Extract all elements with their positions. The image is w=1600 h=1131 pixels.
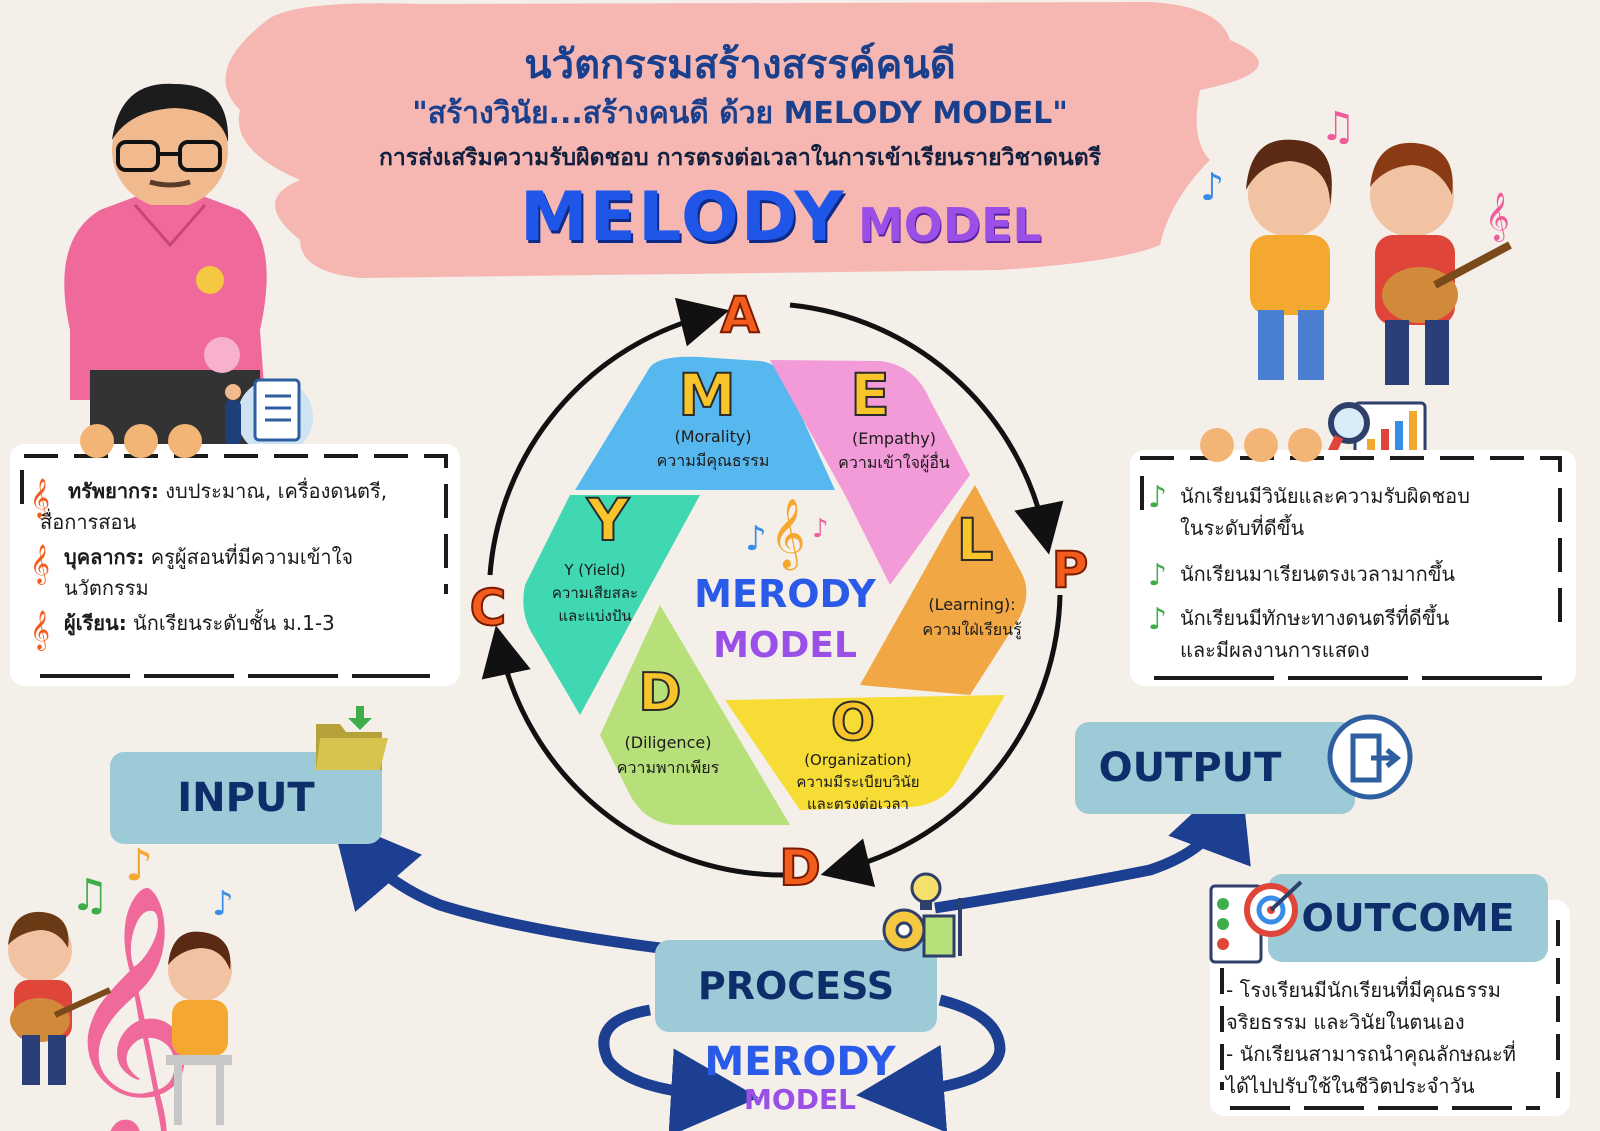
svg-text:♪: ♪ bbox=[212, 884, 234, 924]
treble-clef-icon: 𝄞 bbox=[30, 610, 51, 650]
segment-d bbox=[600, 605, 790, 825]
segment-l bbox=[860, 485, 1027, 695]
cycle-arrow-a-p bbox=[789, 302, 1064, 555]
music-note-icon: ♪ bbox=[1148, 480, 1168, 515]
output-box: OUTPUT bbox=[1075, 722, 1355, 814]
outcome-box: OUTCOME bbox=[1268, 874, 1548, 962]
segment-d-th: ความพากเพียร bbox=[617, 758, 720, 777]
header-subtitle: "สร้างวินัย...สร้างคนดี ด้วย MELODY MODE… bbox=[412, 96, 1068, 131]
header-banner bbox=[225, 2, 1259, 278]
segment-l-letter: L bbox=[957, 506, 994, 574]
svg-text:♪: ♪ bbox=[1200, 165, 1224, 209]
kids-singing-illustration: ♫ ♪ 𝄞 bbox=[1200, 104, 1512, 385]
folder-download-icon bbox=[316, 706, 388, 770]
brand-melody: MELODY bbox=[520, 178, 846, 257]
dashed-border bbox=[20, 454, 448, 678]
segment-e-th: ความเข้าใจผู้อื่น bbox=[838, 451, 950, 473]
cycle-arrow-p-d bbox=[820, 594, 1063, 888]
melody-cycle-diagram: M E L O D Y (Morality) ความมีคุณธรรม (Em… bbox=[469, 285, 1090, 898]
cycle-center-title: MERODY bbox=[694, 572, 876, 616]
svg-text:♪: ♪ bbox=[125, 840, 153, 891]
cycle-letter-c: C bbox=[470, 579, 507, 637]
input-card-dots bbox=[80, 424, 202, 462]
segment-o bbox=[725, 695, 1005, 810]
segment-y bbox=[523, 495, 700, 715]
output-item-skills: ♪ นักเรียนมีทักษะทางดนตรีที่ดีขึ้น และมี… bbox=[1148, 602, 1450, 662]
svg-text:𝄞: 𝄞 bbox=[60, 883, 196, 1131]
bottom-brand-title: MERODY bbox=[704, 1039, 896, 1085]
gear-idea-icon bbox=[882, 872, 962, 958]
segment-l-th: ความใฝ่เรียนรู้ bbox=[922, 620, 1022, 640]
music-note-icon: ♪ bbox=[1148, 602, 1168, 637]
checklist-icon bbox=[225, 378, 313, 455]
process-box-label: PROCESS bbox=[697, 964, 895, 1008]
process-box: PROCESS bbox=[655, 940, 937, 1032]
kids-music-illustration: ♫ ♪ ♪ 𝄞 bbox=[8, 840, 234, 1131]
header-description: การส่งเสริมความรับผิดชอบ การตรงต่อเวลาใน… bbox=[378, 145, 1102, 171]
dashed-border bbox=[1140, 456, 1562, 680]
segment-e-letter: E bbox=[850, 361, 890, 429]
output-card-dots bbox=[1200, 428, 1322, 466]
input-item-personnel: 𝄞 บุคลากร: ครูผู้สอนที่มีความเข้าใจ นวัต… bbox=[30, 544, 354, 600]
dashed-border bbox=[1220, 920, 1560, 1110]
svg-text:𝄞: 𝄞 bbox=[1485, 191, 1510, 242]
input-resources-card: 𝄞 ทรัพยากร: งบประมาณ, เครื่องดนตรี, สื่อ… bbox=[10, 424, 460, 686]
output-results-card: ♪ นักเรียนมีวินัยและความรับผิดชอบ ในระดั… bbox=[1130, 428, 1576, 686]
exit-door-icon bbox=[1327, 714, 1413, 800]
outcome-box-label: OUTCOME bbox=[1301, 896, 1515, 940]
cycle-center-subtitle: MODEL bbox=[713, 625, 857, 666]
segment-y-letter: Y bbox=[586, 486, 630, 554]
music-note-pink-icon: ♪ bbox=[812, 514, 829, 544]
segment-y-th2: และแบ่งปัน bbox=[558, 607, 631, 625]
segment-d-en: (Diligence) bbox=[625, 733, 712, 752]
brand-model: MODEL bbox=[858, 198, 1042, 252]
output-item-punctual: ♪ นักเรียนมาเรียนตรงเวลามากขึ้น bbox=[1148, 558, 1456, 593]
segment-y-en: Y (Yield) bbox=[563, 561, 625, 579]
input-item-resources: 𝄞 ทรัพยากร: งบประมาณ, เครื่องดนตรี, สื่อ… bbox=[30, 478, 388, 534]
music-note-icon: ♪ bbox=[1148, 558, 1168, 593]
segment-m-en: (Morality) bbox=[674, 427, 751, 446]
cycle-letter-p: P bbox=[1052, 541, 1089, 599]
segment-d-letter: D bbox=[638, 663, 681, 723]
arrow-loop-left bbox=[598, 1004, 759, 1131]
arrow-process-to-output bbox=[934, 768, 1251, 914]
treble-clef-center-icon: 𝄞 bbox=[770, 498, 805, 570]
svg-text:♫: ♫ bbox=[1320, 104, 1356, 150]
music-notes-icon: ♪ bbox=[745, 519, 767, 559]
segment-o-en: (Organization) bbox=[804, 751, 912, 769]
input-box-label: INPUT bbox=[177, 775, 315, 821]
cycle-arrow-c-a bbox=[487, 297, 730, 576]
segment-m bbox=[575, 356, 835, 490]
arrow-process-to-input bbox=[331, 816, 661, 954]
brand-logo: MELODY MODEL bbox=[520, 178, 1080, 258]
bottom-brand: MERODY MODEL bbox=[650, 1040, 950, 1116]
cycle-letter-a: A bbox=[721, 286, 760, 344]
svg-text:♫: ♫ bbox=[70, 870, 109, 921]
segment-o-th: ความมีระเบียบวินัย bbox=[796, 773, 919, 791]
segment-e bbox=[770, 360, 970, 585]
arrow-loop-right bbox=[856, 994, 1006, 1131]
segment-m-th: ความมีคุณธรรม bbox=[657, 451, 770, 471]
input-item-learners: 𝄞 ผู้เรียน: นักเรียนระดับชั้น ม.1-3 bbox=[30, 610, 335, 650]
cycle-arrow-d-c bbox=[481, 625, 786, 878]
segment-o-th2: และตรงต่อเวลา bbox=[807, 795, 909, 813]
outcome-text: - โรงเรียนมีนักเรียนที่มีคุณธรรม จริยธรร… bbox=[1226, 978, 1516, 1098]
treble-clef-icon: 𝄞 bbox=[30, 478, 51, 518]
segment-o-letter: O bbox=[831, 693, 875, 753]
segment-l-en: (Learning): bbox=[928, 595, 1015, 614]
cycle-letter-d: D bbox=[779, 839, 821, 897]
treble-clef-icon: 𝄞 bbox=[30, 544, 51, 584]
output-item-discipline: ♪ นักเรียนมีวินัยและความรับผิดชอบ ในระดั… bbox=[1148, 480, 1470, 540]
segment-e-en: (Empathy) bbox=[852, 429, 936, 448]
output-box-label: OUTPUT bbox=[1098, 745, 1282, 791]
segment-y-th: ความเสียสละ bbox=[552, 584, 638, 602]
target-checklist-icon bbox=[1209, 880, 1303, 964]
header-title: นวัตกรรมสร้างสรรค์คนดี bbox=[524, 42, 956, 88]
segment-m-letter: M bbox=[678, 361, 736, 429]
bottom-brand-subtitle: MODEL bbox=[744, 1083, 856, 1116]
